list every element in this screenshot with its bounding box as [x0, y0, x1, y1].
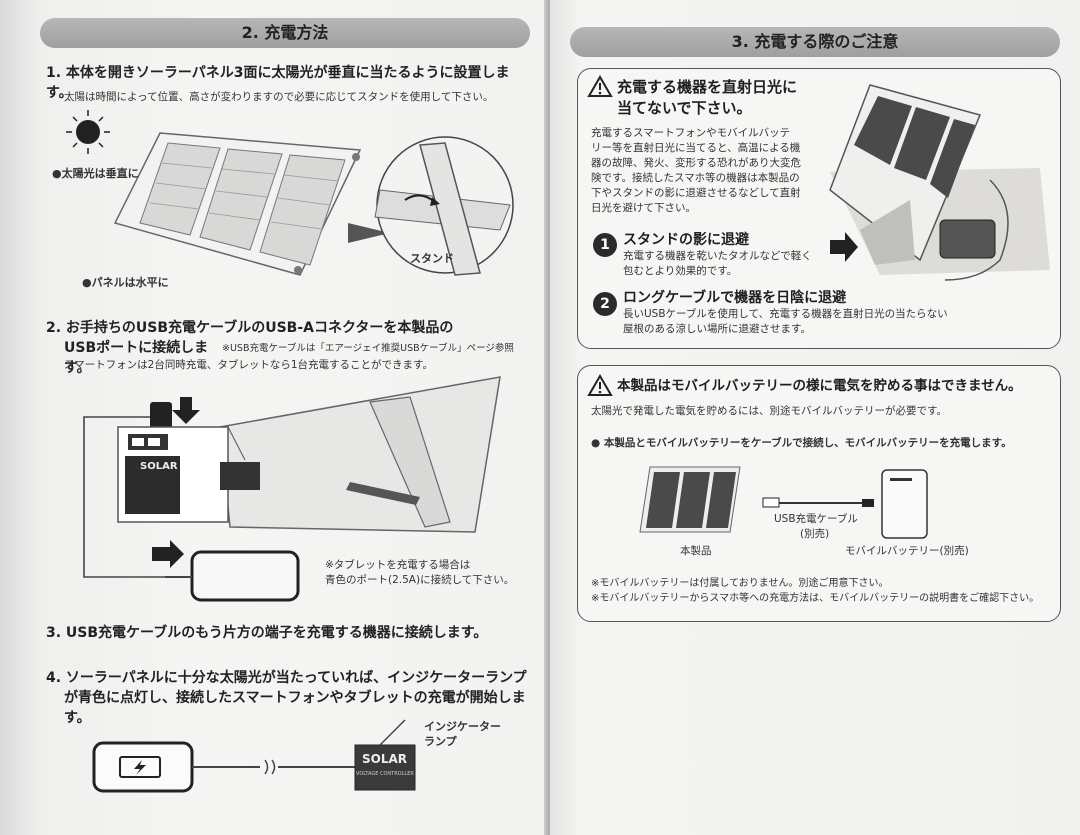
usb-connector-icon — [150, 402, 172, 434]
battery-connection-illustration — [639, 466, 928, 539]
down-arrow-icon — [172, 397, 200, 424]
box2-footnote2: ※モバイルバッテリーからスマホ等への充電方法は、モバイルバッテリーの説明書をご確… — [591, 593, 1040, 604]
box1-body-line: 下やスタンドの影に退避させるなどして直射 — [591, 187, 801, 199]
box1-title-line2: 当てないで下さい。 — [617, 99, 752, 117]
step1-note: 太陽は時間によって位置、高さが変わりますので必要に応じてスタンドを使用して下さい… — [64, 91, 494, 103]
label-panel-horizontal: ●パネルは水平に — [82, 276, 169, 289]
section-title-charging-method: 2. 充電方法 — [40, 18, 530, 48]
solar-port-label: SOLAR — [140, 461, 178, 472]
indicator-label-line1: インジケーター — [424, 720, 501, 733]
tip2-body-line: 長いUSBケーブルを使用して、充電する機器を直射日光の当たらない — [623, 308, 948, 320]
step2-note: スマートフォンは2台同時充電、タブレットなら1台充電することができます。 — [64, 359, 433, 371]
bolt-icon — [134, 760, 146, 775]
tablet-note-line2: 青色のポート(2.5A)に接続して下さい。 — [325, 574, 515, 586]
box1-body-line: 器の故障、発火、変形する恐れがあり大変危 — [591, 157, 801, 169]
box1-body-line: 日光を避けて下さい。 — [591, 202, 696, 214]
mobile-battery-icon — [881, 469, 928, 539]
controller-solar-label: SOLAR — [362, 752, 408, 766]
box2-bullet: ● 本製品とモバイルバッテリーをケーブルで接続し、モバイルバッテリーを充電します… — [591, 437, 1012, 449]
step4-title-line2: が青色に点灯し、接続したスマートフォンやタブレットの充電が開始します。 — [64, 690, 526, 726]
label-product: 本製品 — [680, 545, 712, 557]
warning-icon — [587, 374, 613, 396]
label-stand: スタンド — [410, 252, 454, 265]
book-gutter — [544, 0, 554, 835]
label-cable-line1: USB充電ケーブル — [774, 513, 858, 525]
step1-illustration — [66, 110, 514, 276]
box2-title: 本製品はモバイルバッテリーの様に電気を貯める事はできません。 — [617, 378, 1022, 394]
box1-body-line: リー等を直射日光に当てると、高温による機 — [591, 142, 801, 154]
stand-detail-zoom — [374, 136, 514, 276]
box1-body-line: 険です。接続したスマホ等の機器は本製品の — [591, 172, 800, 184]
tip1-body-line: 充電する機器を乾いたタオルなどで軽く — [623, 250, 812, 262]
section-title-caution: 3. 充電する際のご注意 — [570, 27, 1060, 57]
label-cable-line2: (別売) — [800, 528, 830, 540]
box2-body: 太陽光で発電した電気を貯めるには、別途モバイルバッテリーが必要です。 — [591, 405, 947, 417]
tip2-body-line: 屋根のある涼しい場所に退避させます。 — [623, 323, 811, 335]
label-battery: モバイルバッテリー(別売) — [845, 545, 969, 557]
tip1-number-badge: 1 — [593, 233, 617, 257]
right-arrow-icon — [152, 540, 184, 568]
step2-title-line1: 2. お手持ちのUSB充電ケーブルのUSB-Aコネクターを本製品の — [46, 320, 454, 336]
warning-icon — [587, 75, 613, 97]
solar-panel-drawing — [113, 132, 362, 276]
label-sun-vertical: ●太陽光は垂直に — [52, 167, 139, 180]
controller-subtitle: VOLTAGE CONTROLLER — [356, 771, 414, 777]
box2-footnote1: ※モバイルバッテリーは付属しておりません。別途ご用意下さい。 — [591, 578, 889, 589]
step1-title: 1. 本体を開きソーラーパネル3面に太陽光が垂直に当たるように設置します。 — [46, 65, 510, 101]
step3-title: 3. USB充電ケーブルのもう片方の端子を充電する機器に接続します。 — [46, 625, 488, 641]
step4-title-line1: 4. ソーラーパネルに十分な太陽光が当たっていれば、インジケーターランプ — [46, 670, 527, 686]
step2-title-line2: USBポートに接続します。 — [64, 340, 209, 376]
step4-illustration — [92, 719, 416, 793]
tablet-note-line1: ※タブレットを充電する場合は — [325, 559, 471, 571]
smartphone-icon — [190, 550, 300, 602]
indicator-label-line2: ランプ — [424, 735, 457, 748]
box1-body-line: 充電するスマートフォンやモバイルバッテ — [591, 127, 791, 139]
tip1-body-line: 包むとより効果的です。 — [623, 265, 738, 277]
tip2-number-badge: 2 — [593, 292, 617, 316]
shade-illustration — [829, 84, 1050, 281]
tip1-title: スタンドの影に退避 — [623, 232, 749, 248]
box1-title-line1: 充電する機器を直射日光に — [617, 78, 798, 96]
sun-icon — [66, 110, 110, 154]
step2-cable-reference: ※USB充電ケーブルは「エアージェイ推奨USBケーブル」ページ参照 — [222, 343, 514, 354]
tip2-title: ロングケーブルで機器を日陰に退避 — [623, 290, 847, 306]
step2-illustration — [83, 376, 501, 602]
